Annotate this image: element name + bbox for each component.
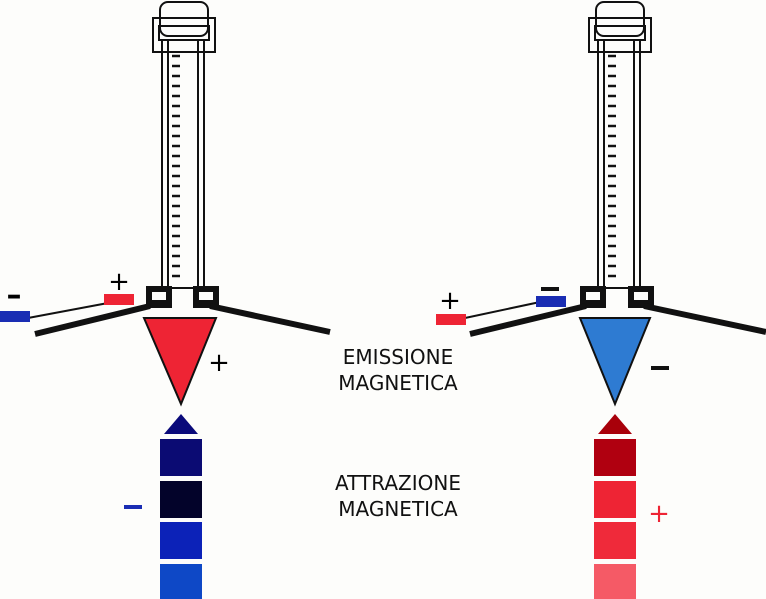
attraction-label-line2: MAGNETICA <box>338 497 458 521</box>
left-stack-block <box>160 439 202 476</box>
left-terminal-minus-sign: – <box>7 278 22 313</box>
right-unit: + + <box>436 1 766 599</box>
left-stack-minus-sign <box>124 505 142 509</box>
right-joint-blocks <box>580 286 654 308</box>
left-stack-block <box>160 481 202 518</box>
right-stack-block <box>594 522 636 559</box>
left-arm-right <box>209 303 331 335</box>
right-wire <box>464 301 541 319</box>
right-stack <box>594 439 636 599</box>
right-arm-left <box>469 303 587 337</box>
attraction-label: ATTRAZIONE MAGNETICA <box>335 471 461 521</box>
left-terminal-plus-sign: + <box>108 267 130 297</box>
right-arm-right <box>643 303 766 335</box>
right-terminal-positive <box>436 314 466 325</box>
left-stack <box>160 439 202 599</box>
right-stack-block <box>594 564 636 599</box>
left-arm-left <box>34 303 151 337</box>
right-stack-block <box>594 439 636 476</box>
right-terminal-minus-sign <box>541 287 559 291</box>
left-joint-blocks <box>146 286 219 308</box>
right-terminal-plus-sign: + <box>439 286 461 316</box>
right-emitter-cone <box>578 317 652 407</box>
right-stack-plus-sign: + <box>648 499 670 529</box>
right-cone-minus-sign <box>651 366 669 370</box>
left-terminal-negative <box>0 311 30 322</box>
left-tube-scale <box>172 54 180 278</box>
left-cone-plus-sign: + <box>208 348 230 378</box>
left-stack-block <box>160 564 202 599</box>
right-stack-arrow <box>598 414 632 434</box>
attraction-label-line1: ATTRAZIONE <box>335 471 461 495</box>
left-tube <box>161 39 205 289</box>
left-stack-block <box>160 522 202 559</box>
left-terminal-positive <box>104 294 134 305</box>
emission-label-line2: MAGNETICA <box>338 371 458 395</box>
left-stack-arrow <box>164 414 198 434</box>
left-wire <box>27 302 109 319</box>
left-unit: – + + <box>0 1 331 599</box>
right-stack-block <box>594 481 636 518</box>
right-tube-scale <box>608 54 616 278</box>
left-emitter-cone <box>142 317 218 407</box>
right-tube <box>597 39 641 289</box>
right-terminal-negative <box>536 296 566 307</box>
emission-label: EMISSIONE MAGNETICA <box>338 345 458 395</box>
emission-label-line1: EMISSIONE <box>343 345 453 369</box>
